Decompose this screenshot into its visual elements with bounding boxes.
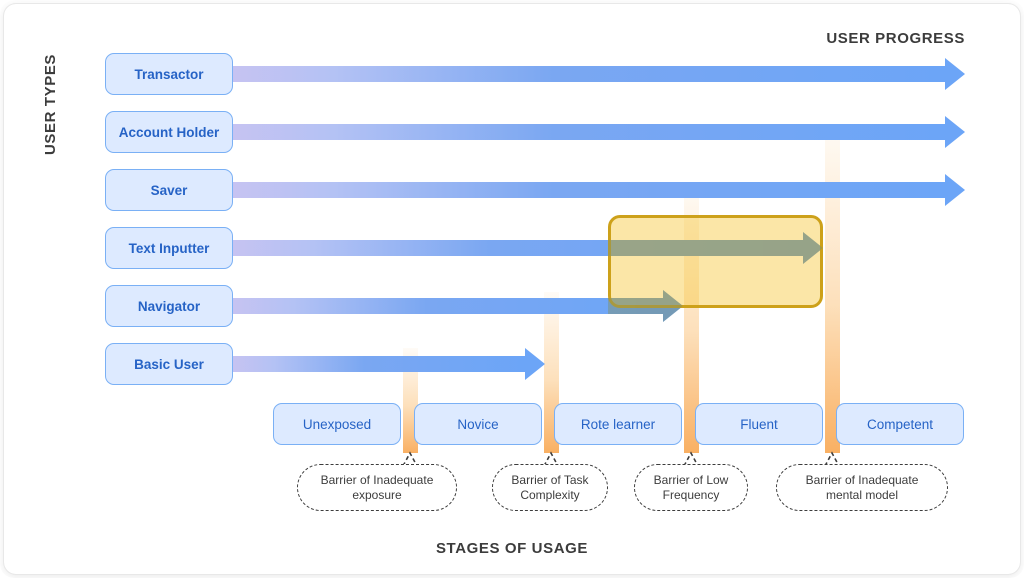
barrier-callout-line2: Complexity bbox=[520, 487, 580, 502]
arrow-shaft bbox=[233, 124, 945, 140]
stage-box[interactable]: Novice bbox=[414, 403, 542, 445]
callout-tail-icon bbox=[543, 451, 559, 467]
user-type-chip[interactable]: Navigator bbox=[105, 285, 233, 327]
barrier-callout-line1: Barrier of Inadequate bbox=[805, 472, 919, 487]
arrow-shaft bbox=[233, 66, 945, 82]
arrow-head-icon bbox=[803, 232, 823, 264]
user-type-label: Saver bbox=[150, 182, 188, 198]
arrow-head-icon bbox=[945, 174, 965, 206]
arrow-head-icon bbox=[663, 290, 683, 322]
stage-box[interactable]: Fluent bbox=[695, 403, 823, 445]
barrier-callout-line1: Barrier of Low bbox=[653, 472, 729, 487]
stage-box[interactable]: Rote learner bbox=[554, 403, 682, 445]
arrow-head-icon bbox=[945, 58, 965, 90]
arrow-shaft bbox=[608, 298, 663, 314]
user-type-label: Basic User bbox=[134, 356, 204, 372]
stages-of-usage-axis-title: STAGES OF USAGE bbox=[435, 540, 589, 557]
stage-label: Novice bbox=[457, 416, 499, 432]
arrow-shaft bbox=[233, 182, 945, 198]
stage-label: Competent bbox=[866, 416, 934, 432]
user-types-axis-title: USER TYPES bbox=[42, 53, 59, 155]
user-type-chip[interactable]: Transactor bbox=[105, 53, 233, 95]
user-type-label: Transactor bbox=[134, 66, 204, 82]
user-type-label: Text Inputter bbox=[128, 240, 210, 256]
barrier-callout-line2: exposure bbox=[352, 487, 402, 502]
callout-tail-icon bbox=[824, 451, 840, 467]
user-type-chip[interactable]: Saver bbox=[105, 169, 233, 211]
arrow-shaft bbox=[233, 298, 663, 314]
user-type-chip[interactable]: Basic User bbox=[105, 343, 233, 385]
arrow-head-icon bbox=[525, 348, 545, 380]
barrier-callout-line1: Barrier of Inadequate bbox=[320, 472, 434, 487]
stage-label: Unexposed bbox=[302, 416, 372, 432]
user-type-chip[interactable]: Account Holder bbox=[105, 111, 233, 153]
barrier-bar bbox=[825, 124, 840, 453]
user-progress-axis-title: USER PROGRESS bbox=[826, 30, 965, 47]
stage-label: Rote learner bbox=[580, 416, 656, 432]
user-type-label: Account Holder bbox=[118, 124, 220, 140]
arrow-head-icon bbox=[803, 232, 823, 264]
stage-box[interactable]: Competent bbox=[836, 403, 964, 445]
user-type-label: Navigator bbox=[137, 298, 201, 314]
arrow-shaft bbox=[233, 240, 803, 256]
arrow-shaft bbox=[233, 356, 525, 372]
barrier-callout-line1: Barrier of Task bbox=[511, 472, 589, 487]
barrier-callout-line2: Frequency bbox=[662, 487, 720, 502]
arrow-head-icon bbox=[945, 116, 965, 148]
highlight-region[interactable] bbox=[608, 215, 823, 308]
stage-label: Fluent bbox=[740, 416, 778, 432]
stage-box[interactable]: Unexposed bbox=[273, 403, 401, 445]
callout-tail-icon bbox=[402, 451, 418, 467]
user-type-chip[interactable]: Text Inputter bbox=[105, 227, 233, 269]
callout-tail-icon bbox=[683, 451, 699, 467]
barrier-callout-line2: mental model bbox=[825, 487, 899, 502]
arrow-shaft bbox=[608, 240, 803, 256]
